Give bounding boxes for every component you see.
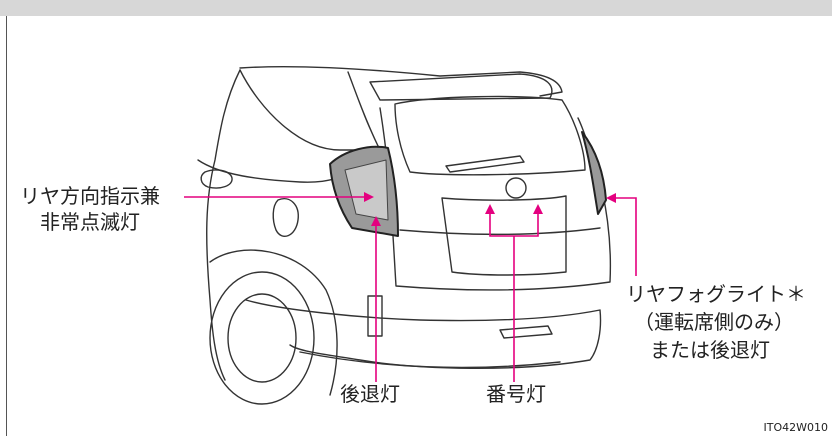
spoiler (369, 73, 553, 101)
backup-light-label: 後退灯 (340, 382, 400, 406)
fog-leader (612, 197, 637, 276)
figure-code: ITO42W010 (763, 421, 829, 434)
turn-signal-label-1: リヤ方向指示兼 (20, 184, 160, 208)
backup-arrow (371, 216, 381, 226)
left-rule (6, 16, 7, 436)
body-side (206, 69, 241, 381)
wheel-arch (209, 249, 338, 396)
fuel-lid (272, 198, 299, 238)
plate-arrow-left (485, 204, 495, 214)
plate-recess (441, 195, 567, 276)
turn-signal-arrow (364, 192, 374, 202)
wheel-hub (227, 293, 297, 383)
wiper (445, 155, 525, 173)
plate-arrow-right (533, 204, 543, 214)
fog-arrow (606, 193, 616, 203)
wheel (209, 271, 315, 405)
bumper-lower (299, 351, 561, 369)
fog-light-label-2: （運転席側のみ） (634, 310, 794, 334)
reflector (367, 295, 383, 337)
tailgate-lower (399, 227, 601, 235)
left-tail-lamp-inner (344, 159, 389, 221)
emblem (505, 177, 527, 199)
exhaust (499, 325, 553, 339)
turn-signal-label-2: 非常点滅灯 (40, 210, 140, 234)
fog-light-label-3: または後退灯 (650, 338, 770, 362)
license-plate-light-label: 番号灯 (486, 382, 546, 406)
bumper (245, 299, 602, 369)
roof-outline (239, 66, 563, 97)
fog-light-label-1: リヤフォグライト＊ (626, 282, 806, 306)
plate-leader (489, 210, 539, 237)
rear-window (394, 95, 586, 176)
door-handle (200, 169, 233, 189)
right-tail-lamp (581, 131, 607, 215)
rear-door-line (197, 159, 339, 183)
tailgate (379, 107, 612, 291)
side-window (239, 69, 381, 151)
